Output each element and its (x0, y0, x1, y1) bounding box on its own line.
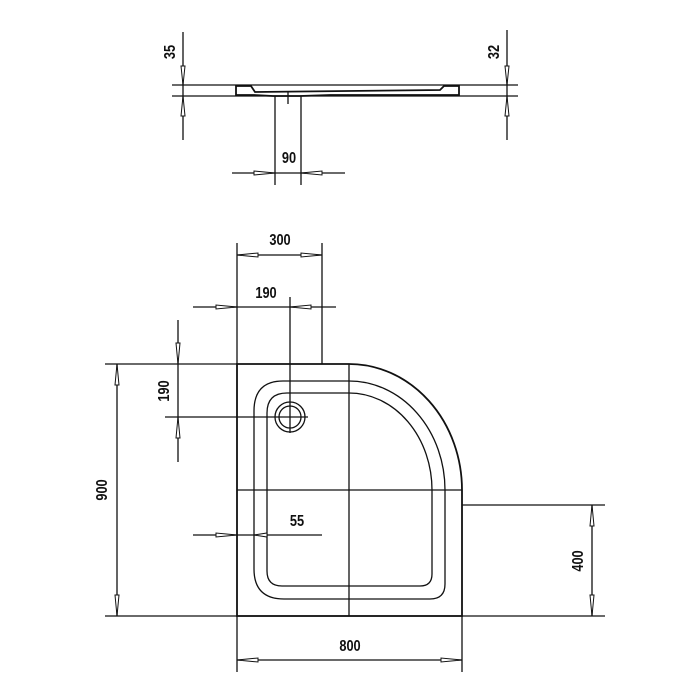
arrow (180, 65, 186, 86)
dim-label-300: 300 (269, 232, 290, 250)
dim-label-190-y: 190 (156, 380, 174, 401)
arrow (300, 170, 323, 176)
arrow (253, 532, 268, 538)
dim-label-35: 35 (162, 45, 180, 59)
dim-label-400: 400 (570, 550, 588, 571)
plan-view: 300 190 190 55 900 800 (94, 232, 605, 672)
tray-profile (235, 85, 460, 97)
arrow (289, 304, 312, 310)
arrow (236, 657, 259, 663)
arrow (440, 657, 463, 663)
dim-label-90: 90 (282, 150, 296, 168)
dim-label-55: 55 (290, 513, 304, 531)
arrow (175, 342, 181, 365)
arrow (589, 504, 595, 527)
dim-label-800: 800 (339, 638, 360, 656)
dim-label-32: 32 (486, 45, 504, 59)
arrow (504, 65, 510, 86)
dim-label-900: 900 (94, 479, 112, 500)
arrow (114, 594, 120, 617)
arrow (504, 95, 510, 117)
arrow (589, 594, 595, 617)
tray-outline (236, 363, 463, 617)
arrow (236, 252, 259, 258)
arrow (215, 304, 238, 310)
rim-outer (253, 380, 446, 600)
arrow (300, 252, 323, 258)
arrow (114, 363, 120, 386)
arrow (175, 416, 181, 439)
arrow (180, 95, 186, 117)
arrow (253, 170, 276, 176)
rim-inner (266, 392, 433, 587)
side-view: 35 32 90 (162, 30, 518, 185)
arrow (215, 532, 238, 538)
dim-label-190-x: 190 (255, 285, 276, 303)
